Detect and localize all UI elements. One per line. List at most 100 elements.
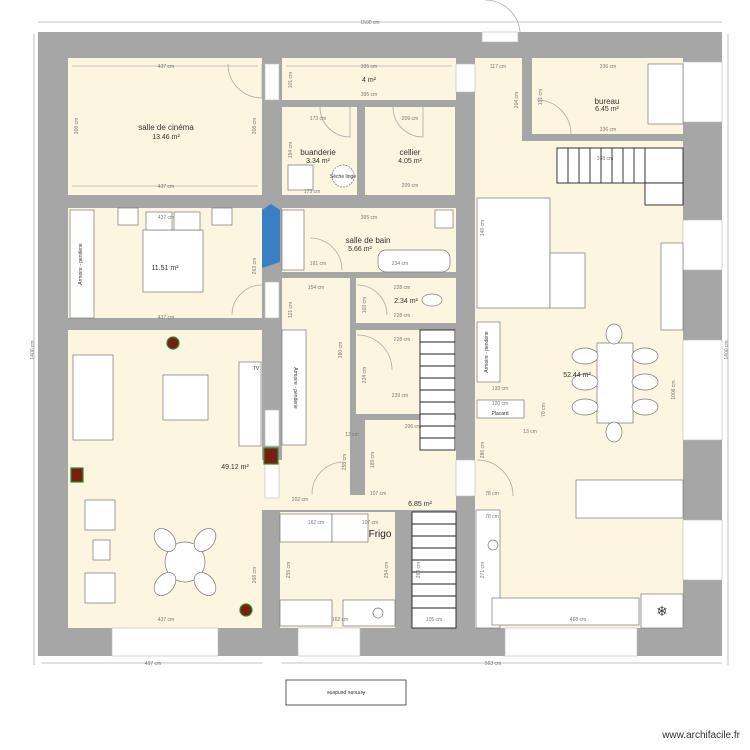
dim-buanderie-width: 173 cm — [310, 116, 326, 122]
bathtub[interactable] — [377, 249, 451, 273]
room-area-living: 49.12 m² — [221, 464, 249, 471]
washing-machine[interactable] — [287, 164, 314, 191]
room-area-bathroom: 5.66 m² — [348, 246, 372, 253]
window[interactable] — [455, 63, 476, 93]
wardrobe-bedroom[interactable] — [69, 209, 95, 319]
dimension-labels: 437 cm 437 cm 308 cm 308 cm 395 cm 395 c… — [72, 64, 677, 623]
dim-hall-door: 107 cm — [370, 491, 386, 497]
room-area-storage: 4 m² — [362, 77, 377, 84]
door-hall[interactable] — [311, 461, 345, 495]
chair — [631, 373, 659, 391]
dim-storage-width: 395 cm — [361, 64, 377, 70]
door-bathroom[interactable] — [309, 237, 343, 271]
wardrobe-outside-label: Armoire penderie — [327, 689, 366, 695]
dim-storage-width-bottom: 395 cm — [361, 92, 377, 98]
dim-overall-height-right: 1400 cm — [724, 340, 730, 359]
tv-unit-right[interactable] — [660, 242, 684, 331]
dim-stair-right: 338 cm — [597, 156, 613, 162]
door-bureau[interactable] — [536, 99, 572, 135]
dryer[interactable] — [331, 164, 355, 188]
window[interactable] — [264, 63, 280, 101]
kitchen-island[interactable] — [575, 479, 684, 519]
room-name-cinema: salle de cinéma — [138, 123, 194, 132]
dim-corridor-width: 154 cm — [308, 285, 324, 291]
bathroom-sink[interactable] — [434, 209, 454, 229]
dim-hall-height: 380 cm — [338, 342, 344, 358]
dim-bottom-right: 963 cm — [485, 661, 501, 667]
dim-wc-width-bottom: 228 cm — [394, 313, 410, 319]
dim-kitchen-right-width: 468 cm — [570, 617, 586, 623]
room-cinema — [68, 58, 262, 195]
fridge[interactable] — [331, 513, 369, 543]
door-buanderie[interactable] — [319, 106, 351, 138]
chair — [153, 528, 177, 552]
dim-stair-room-bottom: 239 cm — [392, 393, 408, 399]
window[interactable] — [264, 281, 280, 319]
dim-storage-height: 101 cm — [288, 72, 294, 88]
kitchen-counter-bottom[interactable] — [491, 597, 640, 626]
wardrobe-hall[interactable] — [281, 329, 307, 446]
chair — [571, 398, 599, 416]
plants — [70, 336, 279, 617]
dim-closet-wall: 13 cm — [523, 429, 537, 435]
dim-buanderie-height: 194 cm — [288, 142, 294, 158]
closet[interactable] — [476, 399, 525, 419]
room-area-main: 52.44 m² — [563, 372, 591, 379]
room-area-hall: 6.85 m² — [408, 501, 432, 508]
dim-bureau-width: 336 cm — [600, 64, 616, 70]
window[interactable] — [264, 461, 280, 499]
window-bottom-kitchen[interactable] — [297, 627, 361, 657]
kitchen-sink[interactable] — [279, 599, 333, 627]
bed[interactable] — [142, 229, 204, 293]
dim-entry-height: 204 cm — [514, 92, 520, 108]
dim-cinema-height-right: 308 cm — [252, 118, 258, 134]
dim-bedroom-width-bottom: 437 cm — [158, 315, 174, 321]
room-area-buanderie: 3.34 m² — [306, 158, 330, 165]
window-right[interactable] — [682, 519, 723, 581]
door-right[interactable] — [476, 459, 514, 497]
dim-bureau-height: 191 cm — [538, 89, 544, 105]
bathroom-cabinet[interactable] — [281, 209, 305, 271]
coffee-table-right[interactable] — [549, 252, 586, 309]
cooktop[interactable] — [342, 599, 396, 627]
door-wc[interactable] — [356, 284, 388, 316]
door-cellier[interactable] — [392, 106, 424, 138]
dim-living-width: 437 cm — [158, 617, 174, 623]
armchair[interactable] — [84, 499, 116, 531]
dim-hall-depth: 189 cm — [370, 452, 376, 468]
dining-table[interactable] — [596, 342, 634, 424]
corner-sofa[interactable] — [476, 197, 551, 309]
blue-column — [262, 204, 280, 268]
nightstand — [117, 207, 139, 226]
door-bedroom[interactable] — [231, 284, 263, 316]
armchair[interactable] — [84, 572, 116, 604]
dim-closet-width: 133 cm — [492, 386, 508, 392]
round-table[interactable] — [164, 541, 206, 583]
fridge-freezer[interactable] — [640, 593, 684, 629]
door-cinema[interactable] — [227, 63, 263, 99]
kitchen-counter[interactable] — [279, 513, 333, 543]
toilet[interactable] — [421, 293, 443, 307]
window[interactable] — [264, 409, 280, 447]
window-right[interactable] — [682, 219, 723, 271]
opening[interactable] — [455, 459, 476, 497]
coffee-table[interactable] — [162, 374, 209, 421]
window-right[interactable] — [682, 61, 723, 123]
door-entrance[interactable] — [485, 0, 521, 33]
door-swings — [227, 0, 572, 497]
entrance-door[interactable] — [481, 31, 519, 43]
room-hall-bottom — [282, 495, 456, 510]
window-right[interactable] — [682, 339, 723, 441]
wardrobe-outside-box[interactable] — [285, 679, 407, 706]
plant-icon — [166, 336, 180, 350]
window-bottom-left[interactable] — [111, 627, 219, 657]
dim-stair-width: 105 cm — [426, 617, 442, 623]
window-bottom-right[interactable] — [504, 627, 638, 657]
sofa-living[interactable] — [72, 354, 114, 441]
door-stair-room[interactable] — [356, 334, 393, 371]
room-labels: salle de cinéma 13.46 m² 4 m² buanderie … — [138, 77, 619, 508]
wardrobe-right[interactable] — [476, 321, 501, 383]
tv-unit[interactable] — [238, 361, 262, 447]
desk[interactable] — [647, 63, 684, 125]
